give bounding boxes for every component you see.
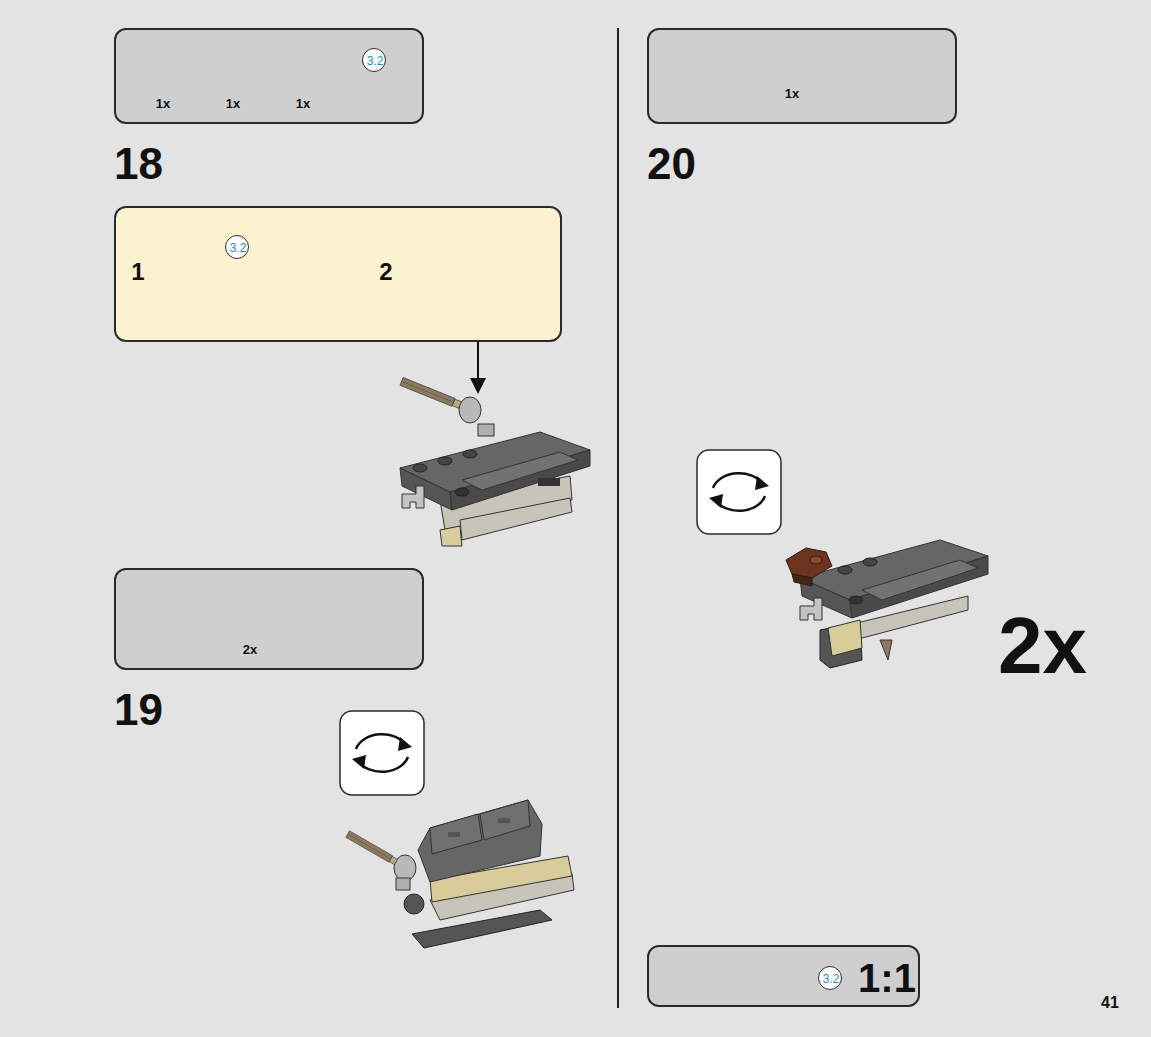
node-text: 2x <box>243 643 257 656</box>
step-number: 19 <box>114 688 163 732</box>
length-number: 3.2 <box>823 973 840 985</box>
node-text: 1x <box>156 97 170 110</box>
page-number: 41 <box>1101 995 1119 1011</box>
length-number: 3.2 <box>230 242 247 254</box>
node-text: 1x <box>785 87 799 100</box>
quantity-multiplier: 2x <box>998 606 1087 686</box>
parts-box: 1x 1x 1x 3.2 <box>114 28 424 124</box>
rotate-icon <box>697 450 781 534</box>
rotate-icon <box>340 711 424 795</box>
model-step-18 <box>400 378 590 546</box>
sub-assembly-callout: 123.2 <box>114 206 562 342</box>
node-text: 2 <box>379 260 392 284</box>
parts-box: 2x <box>114 568 424 670</box>
length-number: 3.2 <box>367 55 384 67</box>
parts-box: 1x <box>647 28 957 124</box>
model-step-19 <box>346 800 574 948</box>
step-number: 20 <box>647 142 696 186</box>
step-number: 18 <box>114 142 163 186</box>
length-callout: 3.2 <box>225 235 249 259</box>
node-text: 1 <box>131 260 144 284</box>
model-step-20 <box>786 540 988 668</box>
length-callout: 3.2 <box>362 48 386 72</box>
ruler-box: 1:1 3.2 <box>647 945 920 1007</box>
node-text: 1:1 <box>858 958 916 998</box>
node-text: 1x <box>226 97 240 110</box>
length-callout: 3.2 <box>818 966 842 990</box>
node-text: 1x <box>296 97 310 110</box>
